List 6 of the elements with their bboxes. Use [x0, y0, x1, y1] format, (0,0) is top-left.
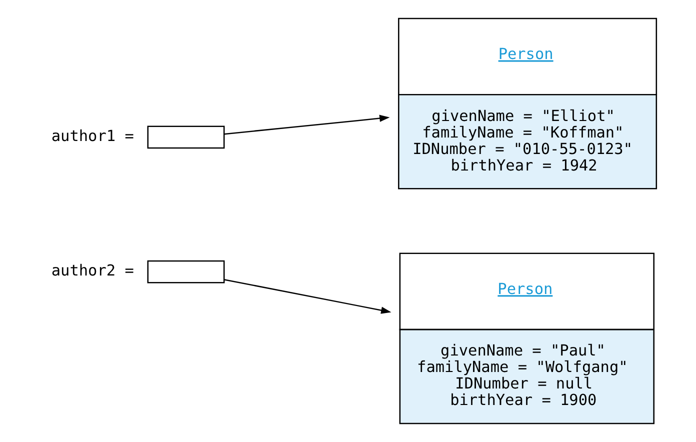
node-box [146, 260, 224, 284]
node-box [146, 126, 224, 149]
arrow [224, 114, 390, 135]
arrow [223, 278, 391, 314]
node-label: author1 = [50, 127, 134, 146]
node-label: author2 = [50, 262, 134, 280]
